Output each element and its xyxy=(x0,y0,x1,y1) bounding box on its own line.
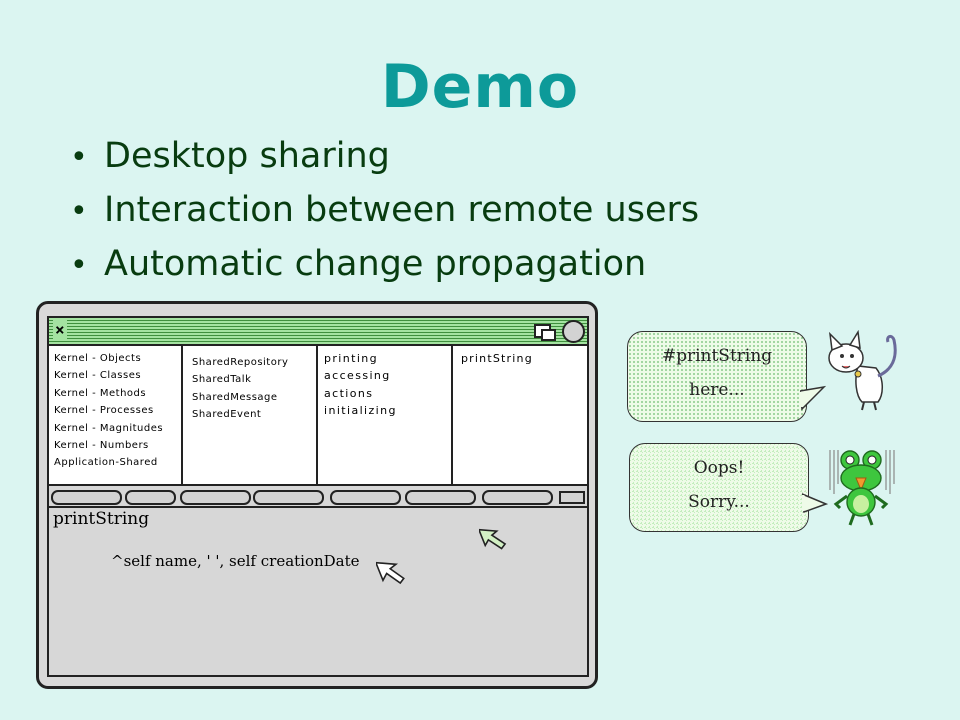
browser-content: × Kernel - Objects Kernel - Classes Kern… xyxy=(47,316,589,677)
bullet-text: Desktop sharing xyxy=(104,136,390,176)
category-item[interactable]: Kernel - Objects xyxy=(54,353,142,364)
category-item[interactable]: Kernel - Numbers xyxy=(54,439,149,451)
code-selector[interactable]: printString xyxy=(53,509,150,529)
scrollbar-method-2[interactable] xyxy=(482,490,553,505)
balloon-line: here... xyxy=(689,380,745,400)
balloon-tail xyxy=(800,385,826,411)
category-pane[interactable]: Kernel - Objects Kernel - Classes Kernel… xyxy=(49,346,183,486)
balloon-line: Sorry... xyxy=(688,492,750,512)
code-body[interactable]: ^self name, ' ', self creationDate xyxy=(111,552,360,570)
category-item[interactable]: Kernel - Processes xyxy=(54,405,154,417)
bullet-text: Automatic change propagation xyxy=(104,244,647,284)
category-item[interactable]: Kernel - Classes xyxy=(54,370,142,382)
method-pane[interactable]: printString xyxy=(453,346,587,486)
scrollbar-class[interactable] xyxy=(125,490,176,505)
protocol-item[interactable]: actions xyxy=(324,386,374,400)
protocol-item[interactable]: printing xyxy=(324,352,379,365)
class-item[interactable]: SharedEvent xyxy=(192,409,262,421)
scrollbar-protocol[interactable] xyxy=(253,490,324,505)
class-item[interactable]: SharedTalk xyxy=(192,374,252,386)
scrollbar-class-2[interactable] xyxy=(180,490,251,505)
bullet-text: Interaction between remote users xyxy=(104,190,700,230)
balloon-line: Oops! xyxy=(693,458,745,478)
balloon-tail xyxy=(802,493,828,514)
speech-balloon-frog: Oops! Sorry... xyxy=(629,443,809,532)
cursor-icon xyxy=(376,561,405,585)
category-item[interactable]: Kernel - Magnitudes xyxy=(54,422,164,434)
speech-balloon-cat: #printString here... xyxy=(627,331,807,422)
class-item[interactable]: SharedMessage xyxy=(192,391,278,403)
bullet-list: •Desktop sharing •Interaction between re… xyxy=(70,134,699,296)
bullet-item: •Automatic change propagation xyxy=(70,244,647,284)
category-item[interactable]: Kernel - Methods xyxy=(54,387,147,399)
scrollbar-category[interactable] xyxy=(51,490,122,505)
pane-scrollbar-row xyxy=(49,488,587,508)
zoom-icon[interactable] xyxy=(562,320,585,343)
bullet-item: •Desktop sharing xyxy=(70,136,390,176)
close-icon[interactable]: × xyxy=(53,320,67,340)
balloon-line: #printString xyxy=(661,346,773,366)
remote-cursor-icon xyxy=(479,528,507,550)
bullet-item: •Interaction between remote users xyxy=(70,190,700,230)
collapse-icon-back xyxy=(541,329,556,341)
scrollbar-end[interactable] xyxy=(559,491,585,504)
frog-mascot-icon xyxy=(829,450,895,526)
protocol-item[interactable]: initializing xyxy=(324,404,397,418)
protocol-pane[interactable]: printing accessing actions initializing xyxy=(318,346,453,486)
system-browser-window: × Kernel - Objects Kernel - Classes Kern… xyxy=(36,301,598,689)
class-pane[interactable]: SharedRepository SharedTalk SharedMessag… xyxy=(183,346,318,486)
scrollbar-method[interactable] xyxy=(405,490,476,505)
scrollbar-protocol-2[interactable] xyxy=(330,490,401,505)
window-titlebar[interactable]: × xyxy=(49,318,587,346)
slide-title: Demo xyxy=(380,52,580,122)
protocol-item[interactable]: accessing xyxy=(324,369,391,383)
category-item[interactable]: Application-Shared xyxy=(54,457,158,469)
cat-mascot-icon xyxy=(828,330,897,411)
class-item[interactable]: SharedRepository xyxy=(192,357,289,368)
method-item[interactable]: printString xyxy=(461,352,533,365)
